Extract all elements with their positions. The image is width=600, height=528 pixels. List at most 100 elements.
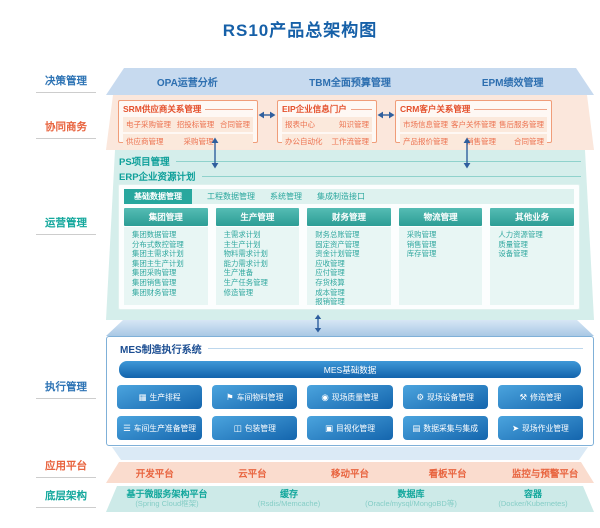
srm-row: 电子采购管理 招投标管理 合同管理 [123, 117, 253, 132]
column-header: 其他业务 [490, 208, 574, 226]
mes-button-field-operations[interactable]: ➤ 现场作业管理 [497, 416, 583, 440]
rail-label-app: 应用平台 [36, 458, 96, 478]
infra-item-subtitle: (Docker/Kubernetes) [498, 498, 568, 508]
erp-panel: 基础数据管理 工程数据管理 系统管理 集成制造接口 集团管理 集团数据管理 分布… [118, 184, 580, 310]
column-header: 集团管理 [124, 208, 208, 226]
decision-item: EPM绩效管理 [481, 78, 544, 89]
mes-button-workshop-material[interactable]: ⚑ 车间物料管理 [212, 385, 298, 409]
tab-basic-data[interactable]: 基础数据管理 [124, 189, 192, 204]
schedule-grid-icon: ▦ [138, 391, 147, 402]
module-item: 财务总账管理 [315, 230, 360, 239]
module-item: 库存管理 [406, 249, 437, 259]
rail-label-infra: 底层架构 [36, 488, 96, 508]
module-item: 成本管理 [315, 287, 345, 297]
decision-item: TBM全面预算管理 [309, 78, 391, 89]
forklift-icon: ⚑ [226, 391, 234, 402]
mes-button-packaging[interactable]: ◫ 包装管理 [212, 416, 298, 440]
module-chip: 知识管理 [339, 120, 369, 129]
visual-monitor-icon: ▣ [324, 422, 334, 433]
module-item: 修造管理 [223, 287, 254, 297]
module-item: 设备管理 [498, 249, 528, 259]
double-arrow-vertical-icon [462, 137, 472, 169]
mes-button-repair-mgmt[interactable]: ⚒ 修造管理 [497, 385, 583, 409]
infra-item-subtitle: (Oracle/mysql/MongoBD等) [365, 498, 457, 508]
field-work-pointer-icon: ➤ [511, 422, 520, 433]
mes-button-field-quality[interactable]: ◉ 现场质量管理 [307, 385, 393, 409]
module-item: 集团销售管理 [132, 277, 177, 287]
eip-title-row: EIP企业信息门户 [282, 103, 372, 115]
column-body: 采购管理 销售管理 库存管理 [399, 227, 483, 305]
infra-item-title: 基于微服务架构平台 [126, 488, 208, 499]
mes-button-field-equipment[interactable]: ⚙ 现场设备管理 [402, 385, 488, 409]
erp-columns: 集团管理 集团数据管理 分布式数控管理 集团主需求计划 集团主生产计划 集团采购… [124, 208, 574, 305]
module-item: 物料需求计划 [223, 249, 268, 259]
repair-tools-icon: ⚒ [519, 391, 528, 402]
data-collect-icon: ▤ [412, 422, 421, 433]
decision-item: OPA运营分析 [156, 78, 218, 89]
mes-button-grid: ▦ 生产排程 ⚑ 车间物料管理 ◉ 现场质量管理 ⚙ 现场设备管理 ⚒ 修造管理… [117, 385, 583, 440]
srm-title-row: SRM供应商关系管理 [123, 103, 253, 115]
module-item: 分布式数控管理 [132, 239, 184, 249]
crm-title-row: CRM客户关系管理 [400, 103, 547, 115]
infra-item-database: 数据库 (Oracle/mysql/MongoBD等) [350, 490, 472, 508]
infra-item-container: 容器 (Docker/Kubernetes) [472, 490, 594, 508]
module-chip: 合同管理 [514, 137, 544, 146]
mes-button-production-scheduling[interactable]: ▦ 生产排程 [117, 385, 203, 409]
crm-row: 产品报价管理 销售管理 合同管理 [400, 134, 547, 149]
column-body: 主需求计划 主生产计划 物料需求计划 能力需求计划 生产准备 生产任务管理 修造… [216, 227, 300, 305]
module-chip: 招投标管理 [176, 120, 215, 129]
collab-area: SRM供应商关系管理 电子采购管理 招投标管理 合同管理 供应商管理 采购管理 … [106, 95, 594, 150]
module-item: 集团财务管理 [132, 287, 177, 297]
package-box-icon: ◫ [233, 422, 242, 433]
rail-label-decision: 决策管理 [36, 73, 96, 93]
operations-area: PS项目管理 ERP企业资源计划 基础数据管理 工程数据管理 系统管理 集成制造… [106, 150, 594, 320]
column-production-mgmt: 生产管理 主需求计划 主生产计划 物料需求计划 能力需求计划 生产准备 生产任务… [216, 208, 300, 305]
tab-mfg-interface[interactable]: 集成制造接口 [317, 192, 365, 201]
column-body: 人力资源管理 质量管理 设备管理 [490, 227, 574, 305]
infra-item-title: 容器 [523, 488, 542, 499]
module-item: 主生产计划 [223, 239, 261, 249]
infra-item-cache: 缓存 (Rsdis/Memcache) [228, 490, 350, 508]
app-platform-item: 云平台 [238, 468, 267, 480]
module-chip: 供应商管理 [126, 137, 164, 146]
infra-item-title: 缓存 [279, 488, 298, 499]
rail-label-operations: 运营管理 [36, 215, 96, 235]
erp-label: ERP企业资源计划 [119, 172, 196, 183]
eip-title: EIP企业信息门户 [282, 104, 347, 114]
module-chip: 销售管理 [466, 137, 496, 146]
column-body: 财务总账管理 固定资产管理 资金计划管理 应收管理 应付管理 存货核算 成本管理… [307, 227, 391, 305]
module-chip: 办公自动化 [285, 137, 323, 146]
module-item: 固定资产管理 [315, 239, 360, 249]
mes-box: MES制造执行系统 MES基础数据 ▦ 生产排程 ⚑ 车间物料管理 ◉ 现场质量… [106, 336, 594, 446]
module-item: 报销管理 [315, 297, 345, 305]
module-chip: 合同管理 [220, 120, 250, 129]
module-item: 能力需求计划 [223, 258, 268, 268]
mes-button-visualization[interactable]: ▣ 目视化管理 [307, 416, 393, 440]
mes-top-band [106, 320, 594, 336]
mes-button-data-collection[interactable]: ▤ 数据采集与集成 [402, 416, 488, 440]
infra-item-microservice: 基于微服务架构平台 (Spring Cloud框架) [106, 490, 228, 508]
column-other-business: 其他业务 人力资源管理 质量管理 设备管理 [490, 208, 574, 305]
mes-button-label: 数据采集与集成 [423, 423, 478, 433]
mes-title: MES制造执行系统 [120, 345, 202, 356]
module-item: 销售管理 [406, 239, 437, 249]
module-chip: 客户关怀管理 [451, 120, 496, 129]
mes-bottom-band [112, 447, 588, 460]
mes-title-row: MES制造执行系统 [120, 341, 583, 356]
app-platform-item: 移动平台 [330, 468, 369, 480]
mes-button-production-prep[interactable]: ☰ 车间生产准备管理 [117, 416, 203, 440]
app-platform-item: 监控与预警平台 [511, 468, 579, 480]
page-title: RS10产品总架构图 [222, 21, 378, 40]
column-finance-mgmt: 财务管理 财务总账管理 固定资产管理 资金计划管理 应收管理 应付管理 存货核算… [307, 208, 391, 305]
mes-button-label: 现场设备管理 [427, 392, 474, 402]
mes-button-label: 修造管理 [530, 392, 562, 402]
tab-system-mgmt[interactable]: 系统管理 [270, 192, 302, 201]
column-group-mgmt: 集团管理 集团数据管理 分布式数控管理 集团主需求计划 集团主生产计划 集团采购… [124, 208, 208, 305]
equipment-gear-icon: ⚙ [416, 391, 425, 402]
module-item: 生产任务管理 [223, 277, 268, 287]
tab-engineering-data[interactable]: 工程数据管理 [207, 192, 255, 201]
mes-button-label: 包装管理 [244, 423, 276, 433]
module-item: 存货核算 [315, 277, 345, 287]
column-header: 财务管理 [307, 208, 391, 226]
